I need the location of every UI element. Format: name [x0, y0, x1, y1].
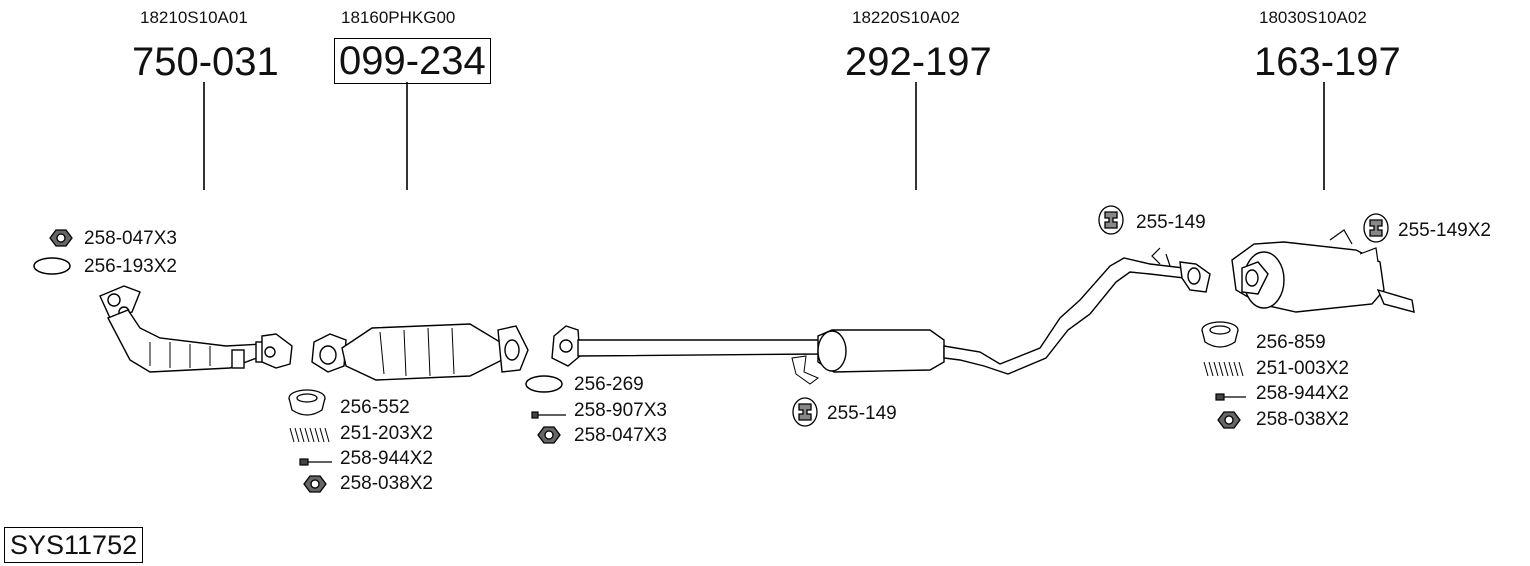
accessory-label[interactable]: 251-203X2: [340, 423, 433, 444]
hex-nut-icon: [49, 229, 73, 247]
accessory-label[interactable]: 258-047X3: [574, 425, 667, 446]
system-id-label: SYS11752: [4, 527, 144, 563]
part-number-4[interactable]: 163-197: [1254, 40, 1401, 84]
accessory-label[interactable]: 256-269: [574, 374, 644, 395]
oem-number-4: 18030S10A02: [1259, 8, 1367, 27]
spring-icon: [1203, 361, 1244, 377]
bolt-icon: [299, 458, 332, 466]
spring-icon: [289, 427, 330, 443]
accessory-label[interactable]: 258-038X2: [1256, 409, 1349, 430]
oem-number-3: 18220S10A02: [852, 8, 960, 27]
rubber-hanger-icon: [1363, 213, 1389, 243]
hex-nut-icon: [303, 475, 327, 493]
rubber-hanger-icon: [792, 397, 818, 427]
part-number-3[interactable]: 292-197: [845, 40, 992, 84]
accessory-label[interactable]: 258-944X2: [340, 448, 433, 469]
accessory-label[interactable]: 256-193X2: [84, 256, 177, 277]
accessory-label[interactable]: 255-149: [827, 403, 897, 424]
accessory-label[interactable]: 256-552: [340, 397, 410, 418]
accessory-label[interactable]: 258-907X3: [574, 400, 667, 421]
part-number-1[interactable]: 750-031: [132, 40, 279, 84]
accessory-label[interactable]: 255-149: [1136, 212, 1206, 233]
front-pipe-part: [99, 285, 293, 373]
bolt-icon: [1215, 393, 1246, 401]
hex-nut-icon: [537, 426, 561, 444]
accessory-label[interactable]: 258-038X2: [340, 473, 433, 494]
rear-silencer-part: [1231, 229, 1415, 313]
cone-gasket-icon: [288, 389, 326, 416]
accessory-label[interactable]: 258-944X2: [1256, 383, 1349, 404]
oem-number-1: 18210S10A01: [140, 8, 248, 27]
ring-gasket-icon: [33, 257, 71, 275]
bolt-icon: [531, 411, 566, 419]
accessory-label[interactable]: 258-047X3: [84, 228, 177, 249]
ring-gasket-icon: [525, 375, 563, 393]
oem-number-2: 18160PHKG00: [341, 8, 456, 27]
rubber-hanger-icon: [1098, 205, 1124, 235]
part-number-2[interactable]: 099-234: [334, 38, 491, 84]
middle-silencer-part: [551, 247, 1211, 385]
accessory-label[interactable]: 255-149X2: [1398, 220, 1491, 241]
catalytic-converter-part: [311, 323, 529, 381]
hex-nut-icon: [1217, 411, 1241, 429]
cone-gasket-icon: [1201, 321, 1239, 348]
accessory-label[interactable]: 256-859: [1256, 332, 1326, 353]
accessory-label[interactable]: 251-003X2: [1256, 358, 1349, 379]
